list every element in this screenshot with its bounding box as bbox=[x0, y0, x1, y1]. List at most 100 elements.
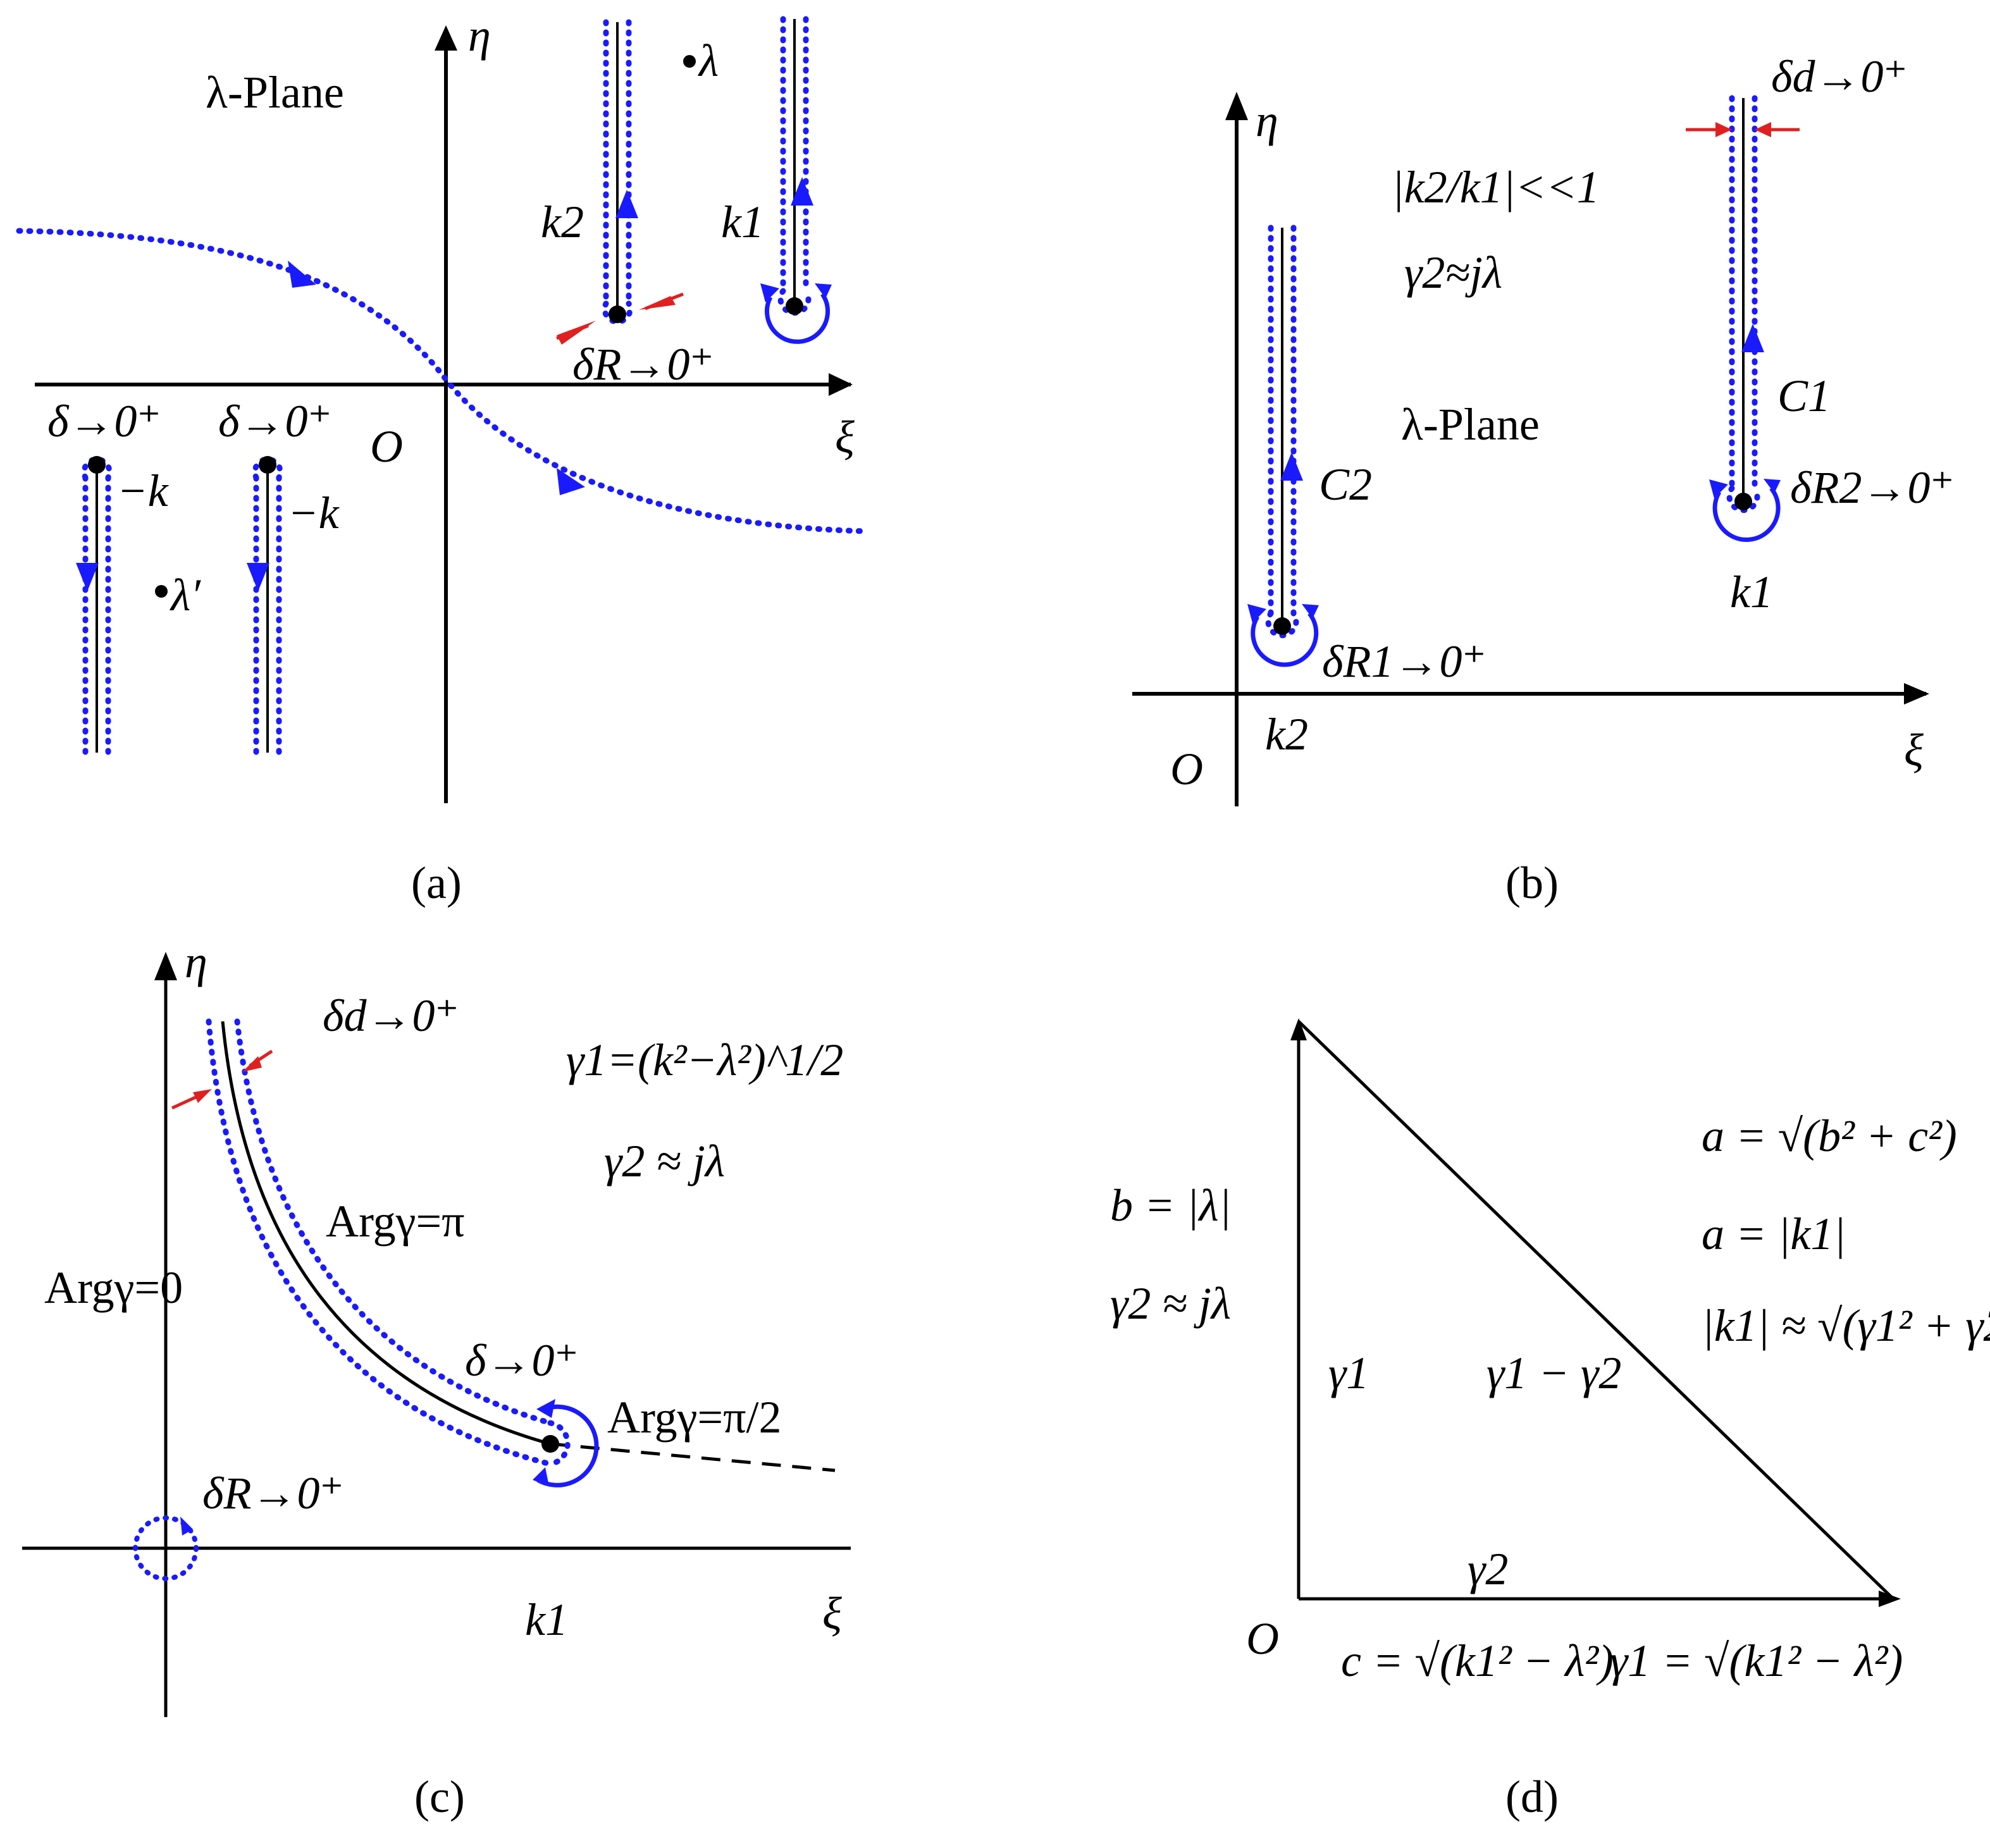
k1-approx-label: |k1| ≈ √(γ1² + γ2²) bbox=[1702, 1300, 1990, 1351]
panel-a: η ξ O λ-Plane λ λ′ k2 k1 δR→0⁺ δ→0⁺ δ→0⁺… bbox=[16, 10, 870, 908]
k2-up-arrow bbox=[615, 190, 638, 218]
c2-up-arrow bbox=[1280, 452, 1303, 481]
k1-circle-arrowhead-right bbox=[1764, 479, 1781, 493]
lambda-prime-label: λ′ bbox=[170, 570, 201, 620]
eta-axis-arrowhead bbox=[1225, 92, 1248, 120]
gamma1-label: γ1=(k²−λ²)^1/2 bbox=[566, 1035, 843, 1085]
plane-label: λ-Plane bbox=[1401, 399, 1540, 450]
eta-label: η bbox=[1256, 95, 1278, 146]
xi-label: ξ bbox=[1904, 725, 1924, 775]
contour-k2-bottom bbox=[602, 300, 633, 325]
xi-axis-arrowhead bbox=[1904, 683, 1929, 705]
k1-circle-arrowhead-left bbox=[760, 283, 779, 302]
contour-inner bbox=[234, 1018, 553, 1426]
k2-circle-arrowhead-right bbox=[1302, 604, 1319, 619]
k1-circle bbox=[1712, 486, 1781, 542]
c1-up-arrow bbox=[1741, 324, 1764, 352]
k1-circle-arrowhead-bottom bbox=[533, 1467, 549, 1486]
caption-b: (b) bbox=[1505, 858, 1559, 908]
origin-label: O bbox=[370, 421, 403, 472]
ratio-label: |k2/k1|<<1 bbox=[1392, 162, 1600, 213]
red-arrow-left bbox=[193, 1089, 212, 1103]
arg-zero-label: Argγ=0 bbox=[44, 1262, 183, 1313]
gamma2-label: γ2 ≈ jλ bbox=[604, 1136, 725, 1186]
gamma2-side-label: γ2 bbox=[1468, 1544, 1508, 1594]
contour-outer bbox=[206, 1018, 553, 1467]
integration-contour bbox=[16, 228, 870, 534]
branch-cut-curve bbox=[221, 1021, 551, 1446]
contour-left1-top bbox=[81, 456, 113, 481]
panel-b: η ξ O |k2/k1|<<1 γ2≈jλ λ-Plane δd→0⁺ C1 … bbox=[1132, 51, 1954, 908]
red-arrow-left-shaft bbox=[556, 324, 589, 340]
k1-label: k1 bbox=[721, 197, 764, 247]
red-arrow-right bbox=[242, 1056, 262, 1072]
k1-label: k1 bbox=[1730, 567, 1773, 617]
panel-c: η ξ δd→0⁺ γ1=(k²−λ²)^1/2 γ2 ≈ jλ Argγ=π … bbox=[22, 937, 851, 1822]
origin-contour-arrowhead bbox=[180, 1517, 193, 1536]
k1-circle-arrowhead-right bbox=[815, 283, 832, 299]
left1-down-arrow bbox=[76, 563, 99, 591]
caption-a: (a) bbox=[411, 858, 462, 908]
delta-R1-label: δR1→0⁺ bbox=[1322, 636, 1486, 687]
minus-k-right-point bbox=[259, 456, 276, 474]
eta-axis-arrowhead bbox=[154, 952, 177, 980]
k2-circle-arrowhead-left bbox=[1247, 604, 1266, 623]
delta-right-label: δ→0⁺ bbox=[218, 396, 331, 447]
origin-label: O bbox=[1170, 744, 1203, 794]
k1-circle bbox=[765, 293, 831, 344]
C2-label: C2 bbox=[1319, 459, 1372, 510]
k1-circle bbox=[536, 1404, 599, 1488]
lambda-point bbox=[683, 55, 696, 68]
k1-label: k1 bbox=[525, 1594, 568, 1645]
minus-k-left-label: −k bbox=[117, 465, 170, 516]
contour-c2-bottom bbox=[1265, 610, 1299, 639]
red-arrow-right-shaft bbox=[645, 292, 684, 311]
contour-left2-top bbox=[252, 456, 283, 481]
lambda-label: λ bbox=[698, 35, 719, 86]
xi-axis-arrowhead bbox=[829, 373, 853, 396]
k2-point bbox=[609, 305, 626, 323]
k2-circle bbox=[1251, 612, 1319, 667]
lambda-prime-point bbox=[155, 585, 168, 598]
delta-R-label: δR→0⁺ bbox=[202, 1468, 343, 1518]
delta-label: δ→0⁺ bbox=[465, 1335, 578, 1386]
C1-label: C1 bbox=[1777, 371, 1831, 421]
contour-arrow-upper bbox=[288, 261, 316, 288]
eta-label: η bbox=[468, 10, 491, 61]
hypotenuse-a bbox=[1297, 1020, 1893, 1598]
k1-point bbox=[1734, 493, 1752, 510]
xi-label: ξ bbox=[835, 412, 855, 462]
plane-label: λ-Plane bbox=[206, 67, 344, 118]
a-k1-label: a = |k1| bbox=[1702, 1209, 1846, 1259]
side-c-arrowhead bbox=[1879, 1591, 1901, 1607]
k1-circle-arrowhead-left bbox=[1709, 479, 1728, 498]
k1-point bbox=[541, 1435, 559, 1453]
caption-c: (c) bbox=[414, 1771, 465, 1822]
contour-arrow-lower bbox=[557, 468, 585, 495]
delta-d-label: δd→0⁺ bbox=[323, 990, 459, 1041]
panel-d: O b = |λ| γ2 ≈ jλ a = √(b² + c²) a = |k1… bbox=[1110, 1018, 1990, 1822]
gamma2-eq-label: γ2 ≈ jλ bbox=[1110, 1278, 1231, 1329]
k2-point bbox=[1273, 617, 1291, 635]
c-eq-label: c = √(k1² − λ²) bbox=[1341, 1635, 1614, 1686]
a-sqrt-label: a = √(b² + c²) bbox=[1702, 1111, 1957, 1161]
origin-contour bbox=[133, 1515, 199, 1581]
gamma2-label: γ2≈jλ bbox=[1404, 247, 1502, 298]
xi-label: ξ bbox=[822, 1588, 842, 1639]
eta-label: η bbox=[185, 937, 207, 987]
arg-pi-label: Argγ=π bbox=[326, 1196, 464, 1247]
k1-up-arrow bbox=[791, 177, 813, 206]
minus-k-right-label: −k bbox=[288, 488, 340, 538]
gamma1-eq-label: γ1 = √(k1² − λ²) bbox=[1610, 1635, 1903, 1686]
b-eq-label: b = |λ| bbox=[1110, 1180, 1231, 1231]
eta-axis-arrowhead bbox=[435, 25, 457, 51]
contour-k1-end bbox=[547, 1420, 571, 1467]
left2-down-arrow bbox=[247, 563, 269, 591]
delta-left-label: δ→0⁺ bbox=[47, 396, 161, 447]
gamma1-side-label: γ1 bbox=[1328, 1348, 1369, 1398]
minus-k-left-point bbox=[88, 456, 106, 474]
red-arrow-right bbox=[1755, 122, 1771, 137]
k2-label: k2 bbox=[1265, 709, 1308, 760]
